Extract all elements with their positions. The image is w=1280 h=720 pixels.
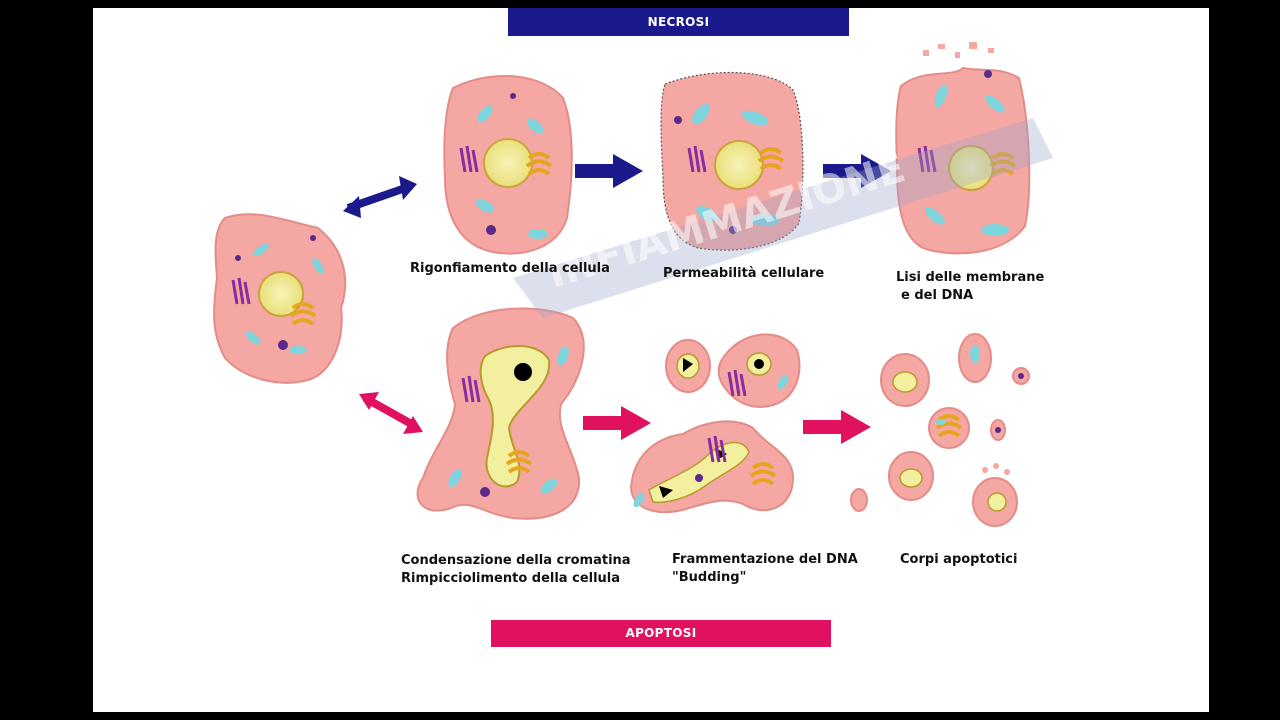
swollen-cell <box>443 74 573 255</box>
caption-lysis-1: Lisi delle membrane <box>896 270 1045 285</box>
caption-lysis-2: e del DNA <box>901 288 974 303</box>
normal-cell <box>213 213 347 384</box>
condensing-cell <box>416 307 585 520</box>
lysed-cell <box>895 42 1031 255</box>
apoptosi-arrow-down <box>359 392 423 434</box>
fragmenting-cells <box>629 333 801 514</box>
caption-fragmentation-1: Frammentazione del DNA <box>672 552 858 567</box>
slide: NECROSI <box>93 8 1209 712</box>
apoptosi-arrow-1 <box>583 406 651 440</box>
necrosi-arrow-1 <box>575 154 643 188</box>
permeable-cell <box>660 71 804 251</box>
apoptotic-bodies <box>850 333 1030 527</box>
necrosi-banner: NECROSI <box>508 8 849 36</box>
apoptosi-banner: APOPTOSI <box>491 620 831 647</box>
caption-condensation-2: Rimpicciolimento della cellula <box>401 571 621 586</box>
necrosi-arrow-up <box>343 176 417 218</box>
caption-permeability: Permeabilità cellulare <box>663 266 825 281</box>
cell-death-diagram <box>213 42 1031 527</box>
caption-fragmentation-2: "Budding" <box>672 570 747 585</box>
caption-swelling: Rigonfiamento della cellula <box>410 261 610 276</box>
necrosi-arrow-2 <box>823 154 891 188</box>
apoptosi-arrow-2 <box>803 410 871 444</box>
caption-bodies: Corpi apoptotici <box>900 552 1018 567</box>
caption-condensation-1: Condensazione della cromatina <box>401 553 631 568</box>
